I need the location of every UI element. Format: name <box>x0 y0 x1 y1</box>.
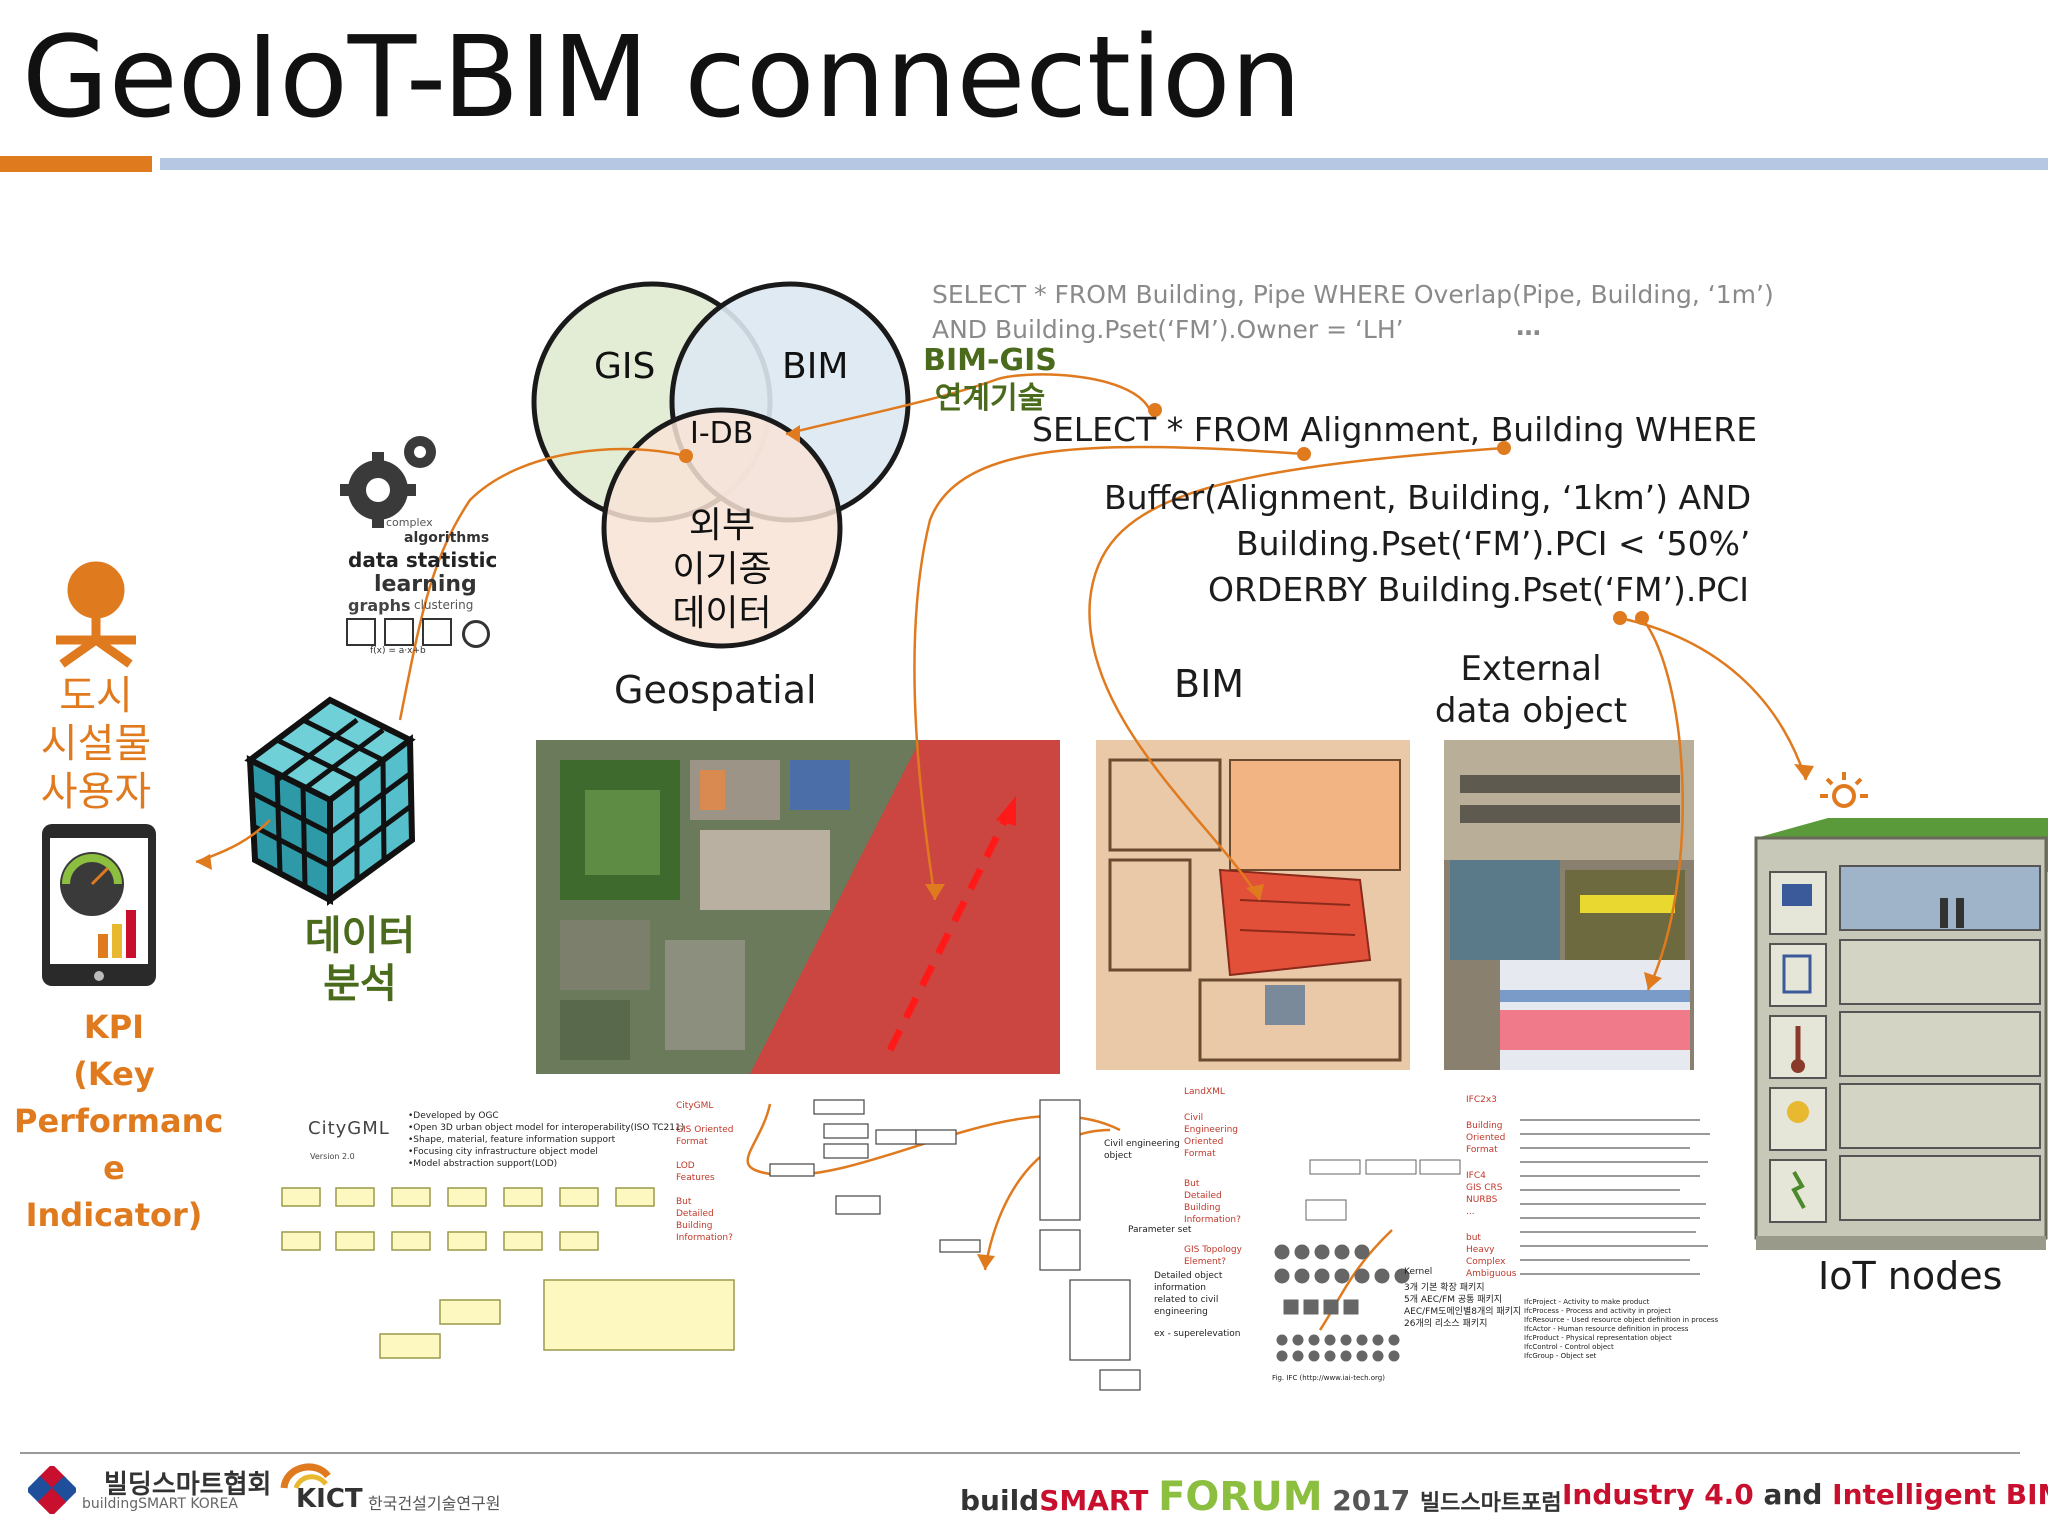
document-icon <box>346 618 376 646</box>
footer-divider <box>20 1452 2020 1454</box>
iot-building <box>1754 818 2048 1250</box>
footer-tagline: Industry 4.0 and Intelligent BIM <box>1562 1478 2048 1511</box>
kpi-label: KPI (Key Performanc e Indicator) <box>14 1008 224 1234</box>
tablet-icon <box>42 824 156 986</box>
gear-icon <box>340 436 436 528</box>
venn-label-idb: I-DB <box>690 416 754 451</box>
sun-icon <box>1820 772 1868 808</box>
section-label-bim: BIM <box>1174 662 1245 706</box>
city-facility-user-label: 도시 시설물 사용자 <box>40 673 152 815</box>
ifc-diagram <box>1274 1159 1461 1362</box>
bim-gis-label: BIM-GIS 연계기술 <box>923 343 1057 416</box>
formula-text: f(x) = a·x+b <box>370 646 426 656</box>
person-icon <box>56 561 136 668</box>
buildingsmart-logo-icon <box>28 1466 76 1514</box>
query-example-1-line1: SELECT * FROM Building, Pipe WHERE Overl… <box>932 280 1774 309</box>
query-example-1-line2: AND Building.Pset(‘FM’).Owner = ‘LH’ <box>932 315 1404 344</box>
citygml-logo: CityGML <box>308 1118 390 1139</box>
footer-org-english: buildingSMART KOREA <box>82 1496 238 1512</box>
landxml-panel: LandXML Civil Engineering Oriented Forma… <box>1104 1087 1242 1339</box>
footer-kict: KICT <box>296 1484 363 1514</box>
section-label-external: External data object <box>1434 649 1628 731</box>
ifc-code-lines <box>1520 1119 1710 1275</box>
data-cube-icon <box>244 696 416 906</box>
function-icon <box>384 618 414 646</box>
title-underline-accent <box>0 156 152 172</box>
data-analysis-label: 데이터 분석 <box>304 913 416 1007</box>
kict-logo-icon <box>280 1463 331 1490</box>
title-underline <box>160 158 2048 170</box>
section-label-iot: IoT nodes <box>1818 1254 2003 1298</box>
citygml-diagram <box>281 1187 735 1359</box>
ifc-panel: IFC2x3 Building Oriented Format IFC4 GIS… <box>1272 1095 1719 1382</box>
query-main-line3: Building.Pset(‘FM’).PCI < ‘50%’ <box>1236 524 1751 563</box>
query-main-line1: SELECT * FROM Alignment, Building WHERE <box>1032 410 1758 449</box>
venn-label-gis: GIS <box>594 346 656 387</box>
footer-org-korean: 빌딩스마트협회 <box>104 1470 272 1500</box>
query-main-line2: Buffer(Alignment, Building, ‘1km’) AND <box>1104 478 1752 517</box>
venn-circle-external <box>601 407 843 649</box>
arrow-heads <box>196 403 1814 1270</box>
machine-learning-wordcloud: complex algorithms data statistic learni… <box>348 516 498 615</box>
footer-kict-korean: 한국건설기술연구원 <box>368 1494 501 1513</box>
refresh-icon <box>462 620 490 648</box>
venn-label-external: 외부 이기종 데이터 <box>672 505 772 634</box>
query-main-line4: ORDERBY Building.Pset(‘FM’).PCI <box>1208 570 1750 609</box>
geospatial-photo <box>536 740 1060 1074</box>
section-label-geospatial: Geospatial <box>614 668 817 712</box>
analytics-toolbar <box>346 618 496 648</box>
connection-arrows <box>195 373 1808 1331</box>
venn-label-bim: BIM <box>782 346 849 387</box>
chart-icon <box>422 618 452 646</box>
external-data-photo <box>1444 740 1694 1070</box>
citygml-panel: CityGML Version 2.0 •Developed by OGC •O… <box>308 1101 734 1243</box>
landxml-diagram <box>769 1099 1141 1391</box>
bim-photo <box>1096 740 1410 1070</box>
page-title: GeoIoT-BIM connection <box>22 13 1302 143</box>
query-ellipsis: … <box>1516 312 1541 341</box>
footer-forum: buildSMART FORUM 2017 빌드스마트포럼 <box>960 1474 1562 1520</box>
